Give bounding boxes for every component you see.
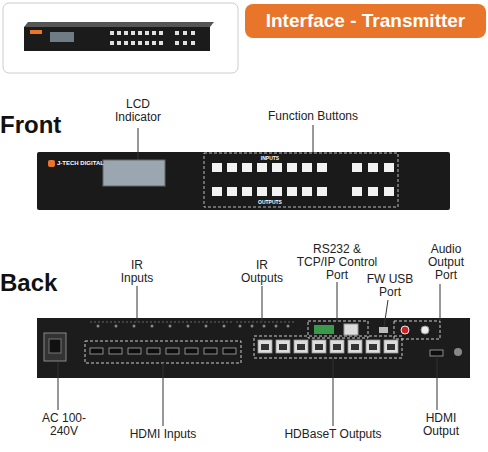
callout-label: HDMI Inputs <box>103 428 223 441</box>
section-label: Back <box>0 270 90 296</box>
callout-label: IR Outputs <box>237 259 287 285</box>
panel-text: INPUTS <box>261 155 279 161</box>
callout-label: Function Buttons <box>243 110 383 123</box>
section-label: Front <box>0 112 90 138</box>
callout-label: LCD Indicator <box>108 98 168 124</box>
front-panel: J-TECH DIGITAL INPUTS OUTPUTS <box>37 152 450 210</box>
panel-text: OUTPUTS <box>258 199 282 205</box>
callout-label: AC 100-240V <box>34 412 94 438</box>
callout-label: FW USB Port <box>363 273 418 299</box>
banner-title: Interface - Transmitter <box>245 4 486 38</box>
callout-label: Audio Output Port <box>424 243 469 282</box>
brand-text: J-TECH DIGITAL <box>57 160 104 167</box>
callout-label: HDBaseT Outputs <box>268 428 398 441</box>
callout-label: HDMI Output <box>416 412 466 438</box>
callout-label: IR Inputs <box>115 259 160 285</box>
